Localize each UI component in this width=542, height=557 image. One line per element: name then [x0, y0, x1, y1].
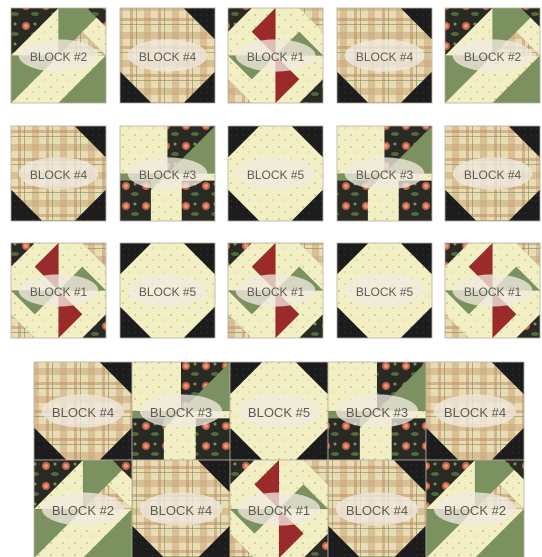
- quilt-block-2: BLOCK #2: [426, 460, 524, 557]
- quilt-block-4: BLOCK #4: [34, 362, 132, 460]
- block-label: BLOCK #1: [464, 285, 522, 299]
- block-label: BLOCK #4: [346, 503, 408, 518]
- block-label: BLOCK #4: [356, 50, 414, 64]
- block-label: BLOCK #5: [248, 405, 310, 420]
- block-label: BLOCK #4: [444, 405, 506, 420]
- block-label: BLOCK #1: [247, 50, 305, 64]
- block-label: BLOCK #2: [30, 50, 88, 64]
- quilt-block-4: BLOCK #4: [328, 460, 426, 557]
- quilt-block-3: BLOCK #3: [120, 126, 215, 221]
- quilt-block-1: BLOCK #1: [228, 243, 323, 338]
- quilt-block-5: BLOCK #5: [230, 362, 328, 460]
- block-label: BLOCK #2: [444, 503, 506, 518]
- block-label: BLOCK #4: [150, 503, 212, 518]
- block-label: BLOCK #4: [30, 168, 88, 182]
- block-label: BLOCK #3: [346, 405, 408, 420]
- block-label: BLOCK #4: [464, 168, 522, 182]
- quilt-block-4: BLOCK #4: [426, 362, 524, 460]
- block-label: BLOCK #3: [150, 405, 212, 420]
- quilt-block-4: BLOCK #4: [11, 126, 106, 221]
- quilt-block-1: BLOCK #1: [230, 460, 328, 557]
- block-label: BLOCK #1: [248, 503, 310, 518]
- quilt-block-4: BLOCK #4: [337, 8, 432, 103]
- quilt-block-1: BLOCK #1: [228, 8, 323, 103]
- block-label: BLOCK #3: [139, 168, 197, 182]
- block-label: BLOCK #3: [356, 168, 414, 182]
- block-label: BLOCK #1: [30, 285, 88, 299]
- quilt-block-2: BLOCK #2: [34, 460, 132, 557]
- quilt-block-2: BLOCK #2: [445, 8, 540, 103]
- quilt-block-3: BLOCK #3: [337, 126, 432, 221]
- block-label: BLOCK #4: [52, 405, 114, 420]
- assembled-quilt: BLOCK #4 BLOCK #3 BLOCK #5 BLOCK #3 BLOCK #4…: [34, 362, 524, 557]
- block-label: BLOCK #2: [464, 50, 522, 64]
- quilt-block-3: BLOCK #3: [328, 362, 426, 460]
- quilt-block-4: BLOCK #4: [132, 460, 230, 557]
- block-label: BLOCK #2: [52, 503, 114, 518]
- quilt-block-1: BLOCK #1: [11, 243, 106, 338]
- quilt-block-4: BLOCK #4: [445, 126, 540, 221]
- block-label: BLOCK #1: [247, 285, 305, 299]
- block-label: BLOCK #5: [356, 285, 414, 299]
- block-label: BLOCK #5: [247, 168, 305, 182]
- quilt-block-4: BLOCK #4: [120, 8, 215, 103]
- quilt-block-2: BLOCK #2: [11, 8, 106, 103]
- quilt-block-5: BLOCK #5: [120, 243, 215, 338]
- quilt-block-1: BLOCK #1: [445, 243, 540, 338]
- quilt-block-5: BLOCK #5: [228, 126, 323, 221]
- quilt-block-5: BLOCK #5: [337, 243, 432, 338]
- block-label: BLOCK #5: [139, 285, 197, 299]
- quilt-block-3: BLOCK #3: [132, 362, 230, 460]
- block-label: BLOCK #4: [139, 50, 197, 64]
